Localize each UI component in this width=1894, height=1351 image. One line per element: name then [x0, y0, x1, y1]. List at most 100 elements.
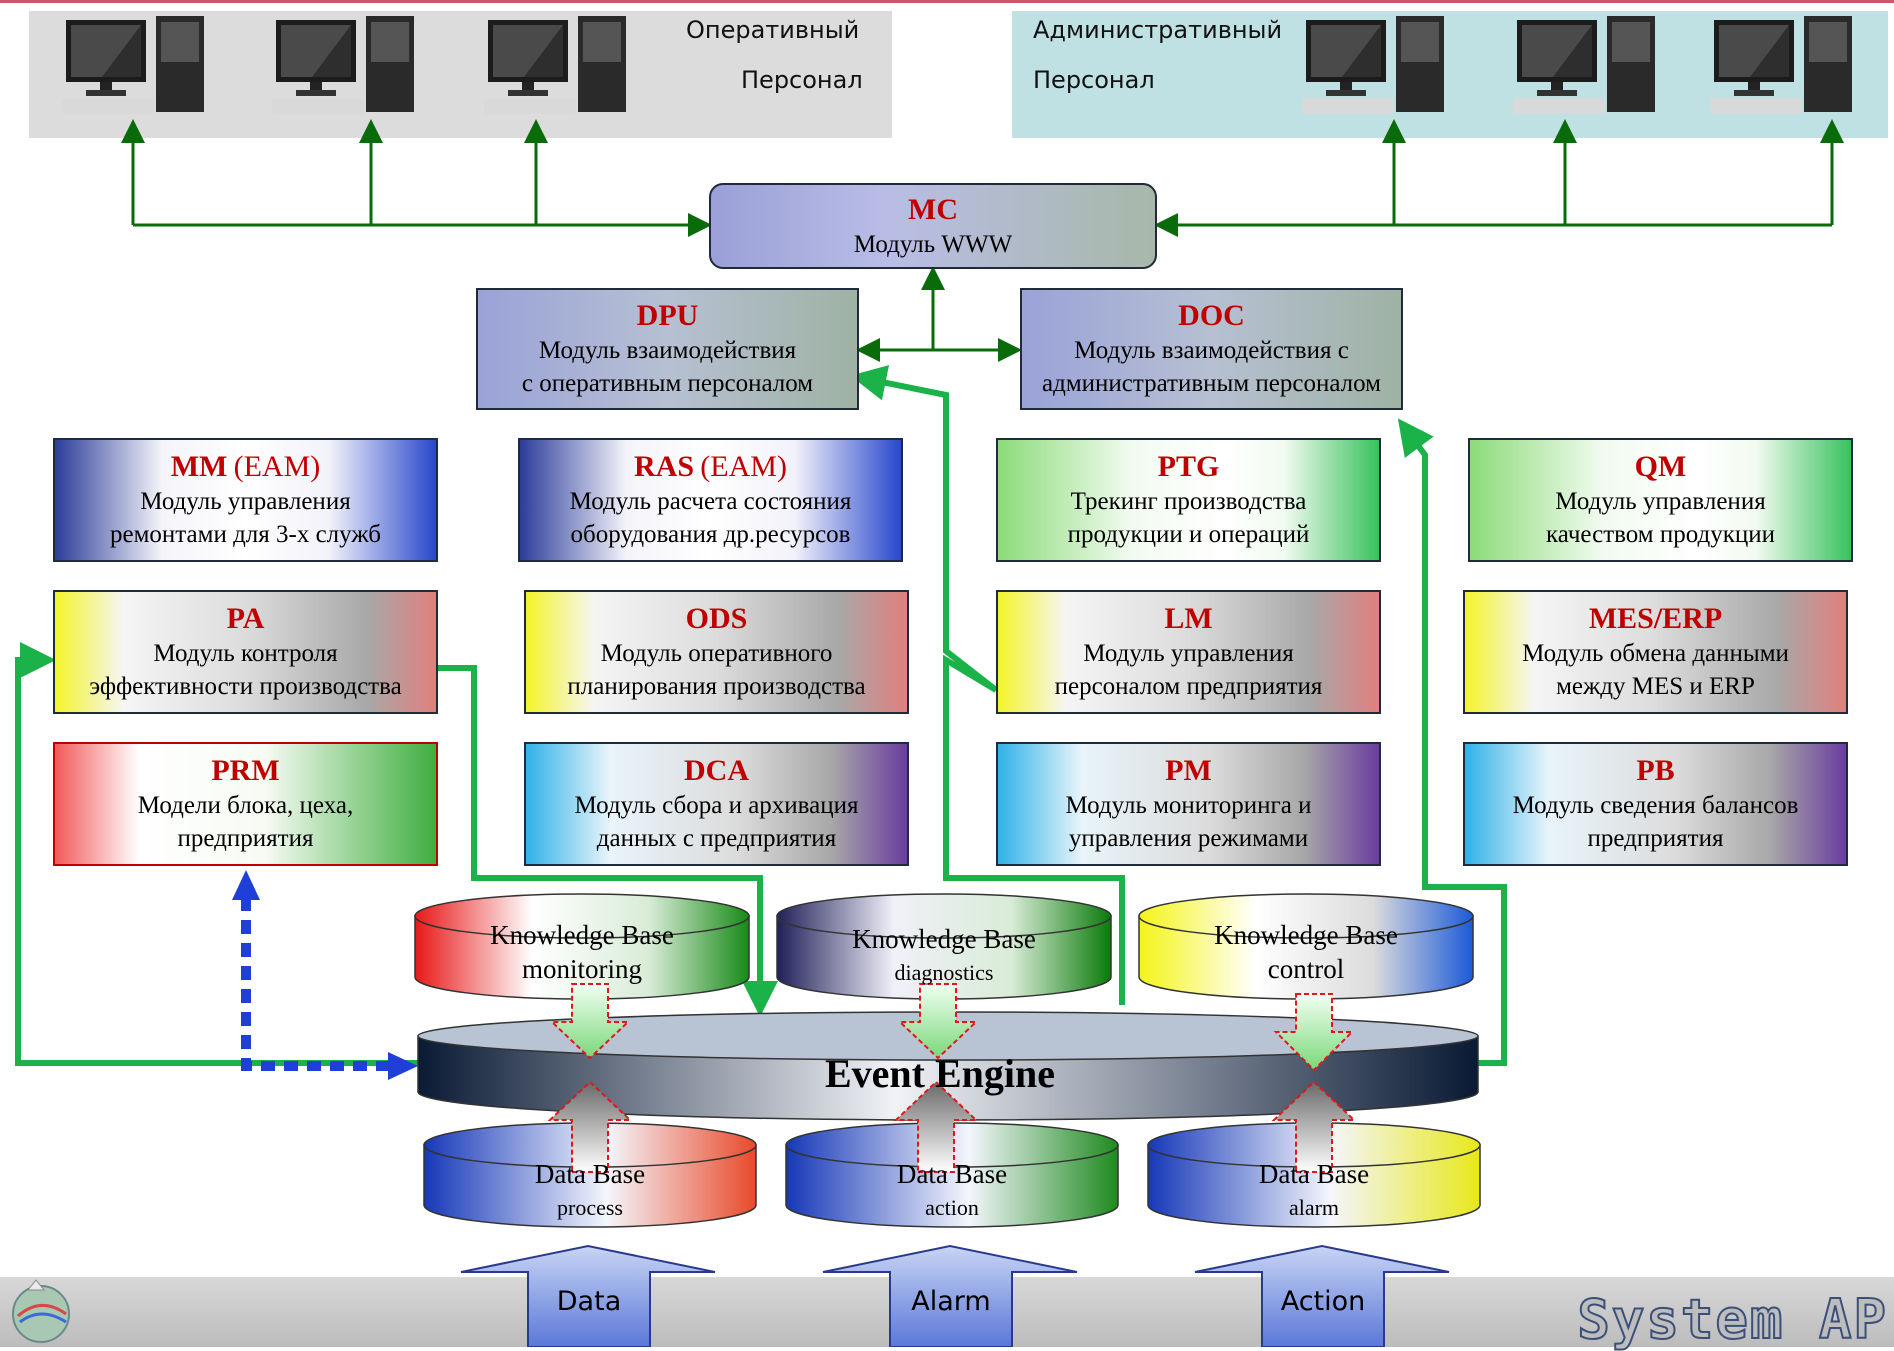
alarm-input-arrow	[822, 1244, 1078, 1347]
db-process-sub: process	[557, 1195, 623, 1220]
kb-monitoring-sub: monitoring	[522, 954, 642, 984]
mc-module-box[interactable]: MC Модуль WWW	[709, 183, 1157, 269]
kb-to-engine-arrows	[549, 983, 1355, 1072]
right-arrowhead	[388, 1052, 418, 1080]
dpu-line-2: с оперативным персоналом	[521, 370, 814, 397]
pb-module-box[interactable]: PB Модуль сведения балансов предприятия	[1463, 742, 1848, 866]
flow-arrows	[15, 365, 1507, 1066]
operational-connector	[121, 119, 712, 237]
up-arrowhead	[232, 870, 260, 900]
doc-code: DOC	[1178, 299, 1245, 332]
administrative-connector	[1154, 119, 1844, 237]
ras-module-box[interactable]: RAS (EAM) Модуль расчета состояния обору…	[518, 438, 903, 562]
ods-line-2: планирования производства	[567, 673, 866, 700]
ods-module-box[interactable]: ODS Модуль оперативного планирования про…	[524, 590, 909, 714]
action-input-arrow	[1194, 1244, 1450, 1347]
qm-line-2: качеством продукции	[1545, 521, 1776, 548]
pa-code: PA	[226, 602, 265, 635]
globe-logo-icon	[12, 1279, 70, 1343]
pm-module-box[interactable]: PM Модуль мониторинга и управления режим…	[996, 742, 1381, 866]
mc-description: Модуль WWW	[853, 230, 1013, 258]
alarm-input-label: Alarm	[911, 1286, 991, 1317]
kb-control-label: Knowledge Base control	[1139, 918, 1473, 986]
doc-line-2: административным персоналом	[1042, 370, 1381, 397]
lm-code: LM	[1164, 602, 1213, 635]
dpu-code: DPU	[636, 299, 699, 332]
operational-panel-label-1: Оперативный	[686, 16, 860, 44]
doc-module-box[interactable]: DOC Модуль взаимодействия с администрати…	[1020, 288, 1403, 410]
qm-code: QM	[1634, 450, 1687, 483]
prm-line-1: Модели блока, цеха,	[137, 792, 354, 819]
dca-module-box[interactable]: DCA Модуль сбора и архивация данных с пр…	[524, 742, 909, 866]
computer-icon	[484, 16, 626, 114]
pm-line-1: Модуль мониторинга и	[1065, 792, 1312, 819]
administrative-panel-label-2: Персонал	[1033, 66, 1155, 94]
prm-event-link	[241, 897, 400, 1071]
data-base-action-cylinder	[785, 1122, 1119, 1228]
db-to-engine-arrows	[547, 1080, 1357, 1173]
mes-erp-line-2: между MES и ERP	[1556, 673, 1755, 700]
action-input-label: Action	[1280, 1286, 1366, 1317]
kb-control-sub: control	[1267, 954, 1345, 984]
dpu-line-1: Модуль взаимодействия	[538, 337, 797, 364]
kb-control-title: Knowledge Base	[1214, 920, 1398, 950]
operational-panel-label-2: Персонал	[741, 66, 863, 94]
event-engine-label: Event Engine	[825, 1051, 1056, 1096]
dpu-module-box[interactable]: DPU Модуль взаимодействия с оперативным …	[476, 288, 859, 410]
pm-line-2: управления режимами	[1068, 825, 1309, 852]
kb-monitoring-label: Knowledge Base monitoring	[415, 918, 749, 986]
prm-code: PRM	[211, 754, 280, 787]
data-input-label: Data	[556, 1286, 622, 1317]
mm-line-1: Модуль управления	[140, 488, 351, 515]
prm-line-2: предприятия	[177, 825, 314, 852]
computer-icon	[1710, 16, 1852, 114]
db-process-title: Data Base	[534, 1159, 646, 1189]
prm-module-box[interactable]: PRM Модели блока, цеха, предприятия	[53, 742, 438, 866]
ptg-module-box[interactable]: PTG Трекинг производства продукции и опе…	[996, 438, 1381, 562]
ptg-line-1: Трекинг производства	[1070, 488, 1307, 515]
ptg-line-2: продукции и операций	[1067, 521, 1310, 548]
lm-line-2: персоналом предприятия	[1054, 673, 1323, 700]
qm-module-box[interactable]: QM Модуль управления качеством продукции	[1468, 438, 1853, 562]
ras-line-1: Модуль расчета состояния	[569, 488, 852, 515]
mes-erp-module-box[interactable]: MES/ERP Модуль обмена данными между MES …	[1463, 590, 1848, 714]
mm-code: MM	[170, 450, 228, 483]
brand-logo: System AP	[1576, 1287, 1888, 1351]
db-process-label: Data Base process	[424, 1157, 756, 1225]
computer-icon	[62, 16, 204, 114]
mm-module-box[interactable]: MM (EAM) Модуль управления ремонтами для…	[53, 438, 438, 562]
ptg-code: PTG	[1157, 450, 1220, 483]
db-alarm-sub: alarm	[1288, 1195, 1340, 1220]
qm-line-1: Модуль управления	[1555, 488, 1766, 515]
ras-line-2: оборудования др.ресурсов	[570, 521, 851, 548]
computer-icon	[1302, 16, 1444, 114]
pa-module-box[interactable]: PA Модуль контроля эффективности произво…	[53, 590, 438, 714]
db-alarm-label: Data Base alarm	[1148, 1157, 1480, 1225]
computer-icon	[1513, 16, 1655, 114]
pa-line-2: эффективности производства	[89, 673, 402, 700]
lm-module-box[interactable]: LM Модуль управления персоналом предприя…	[996, 590, 1381, 714]
kb-diagnostics-sub: diagnostics	[894, 960, 994, 985]
mes-erp-line-1: Модуль обмена данными	[1522, 640, 1789, 667]
db-action-title: Data Base	[896, 1159, 1008, 1189]
knowledge-base-monitoring-cylinder	[414, 893, 750, 1000]
ods-line-1: Модуль оперативного	[600, 640, 833, 667]
data-input-arrow	[460, 1244, 716, 1347]
ods-code: ODS	[685, 602, 748, 635]
mes-erp-code: MES/ERP	[1588, 602, 1723, 635]
doc-line-1: Модуль взаимодействия с	[1074, 337, 1349, 364]
kb-monitoring-title: Knowledge Base	[490, 920, 674, 950]
pa-line-1: Модуль контроля	[153, 640, 338, 667]
data-base-process-cylinder	[423, 1122, 757, 1228]
db-action-label: Data Base action	[786, 1157, 1118, 1225]
pb-line-2: предприятия	[1587, 825, 1724, 852]
dca-line-2: данных с предприятия	[596, 825, 837, 852]
mm-tag: (EAM)	[233, 450, 321, 483]
db-alarm-title: Data Base	[1258, 1159, 1370, 1189]
top-accent-line	[0, 0, 1894, 3]
mm-line-2: ремонтами для 3-х служб	[110, 521, 381, 548]
dca-code: DCA	[684, 754, 749, 787]
pb-line-1: Модуль сведения балансов	[1512, 792, 1799, 819]
